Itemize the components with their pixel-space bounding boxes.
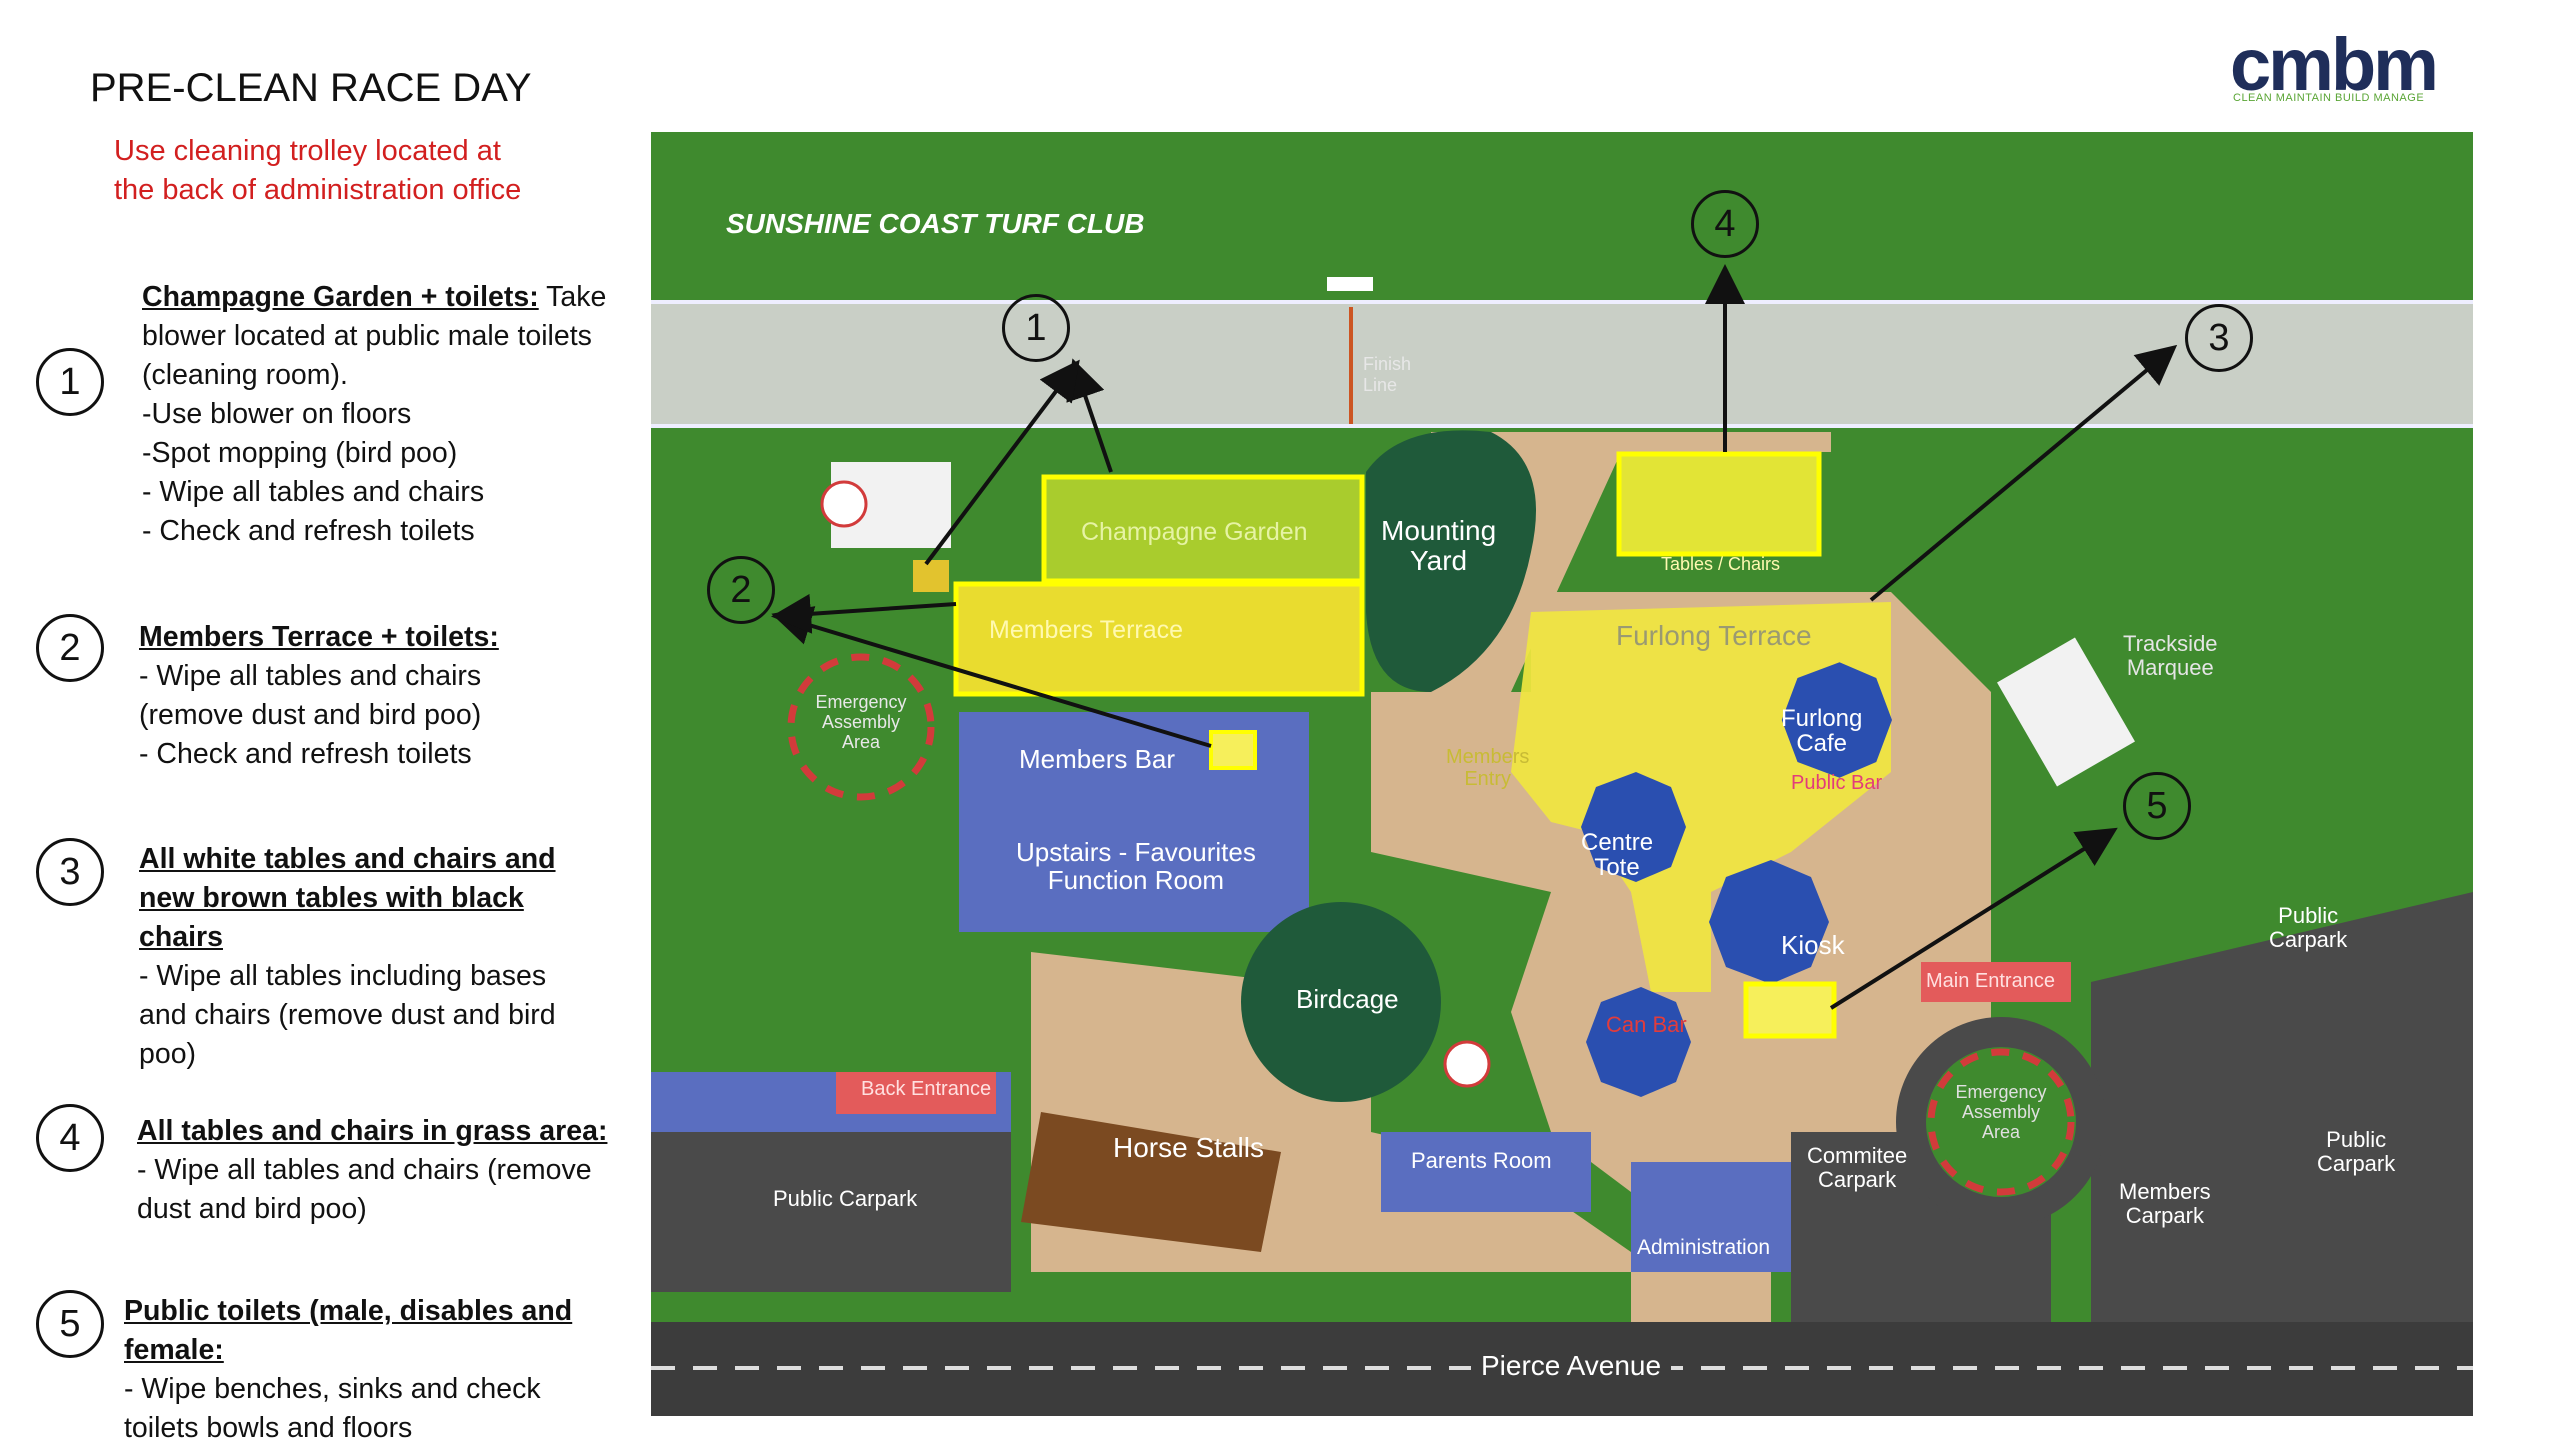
marker-4: 4 [1691, 190, 1759, 258]
members-terrace-area [953, 581, 1365, 697]
step-1-line: -Use blower on floors [142, 398, 412, 430]
horse-stalls-building [1021, 1112, 1281, 1252]
tables-chairs-label: Tables / Chairs [1661, 554, 1781, 574]
no-smoking-icon [820, 480, 868, 528]
trackside-marquee-tent [1997, 637, 2135, 787]
marker-3: 3 [2185, 304, 2253, 372]
step-5: Public toilets (male, disables and femal… [124, 1292, 604, 1448]
members-toilets [1209, 730, 1257, 770]
members-bar-label: Members Bar [1019, 744, 1176, 774]
kiosk-label: Kiosk [1781, 930, 1845, 960]
can-bar-building [1586, 987, 1691, 1097]
marker-1: 1 [1002, 294, 1070, 362]
step-5-number: 5 [36, 1290, 104, 1358]
step-3-number: 3 [36, 838, 104, 906]
birdcage [1241, 902, 1441, 1102]
step-1-heading: Champagne Garden + toilets: [142, 281, 539, 313]
page-title: PRE-CLEAN RACE DAY [90, 66, 532, 110]
public-toilets [1743, 981, 1837, 1039]
administration-label: Administration [1637, 1236, 1771, 1259]
marker-2: 2 [707, 556, 775, 624]
step-3-heading: All white tables and chairs and new brow… [139, 843, 556, 953]
step-3-line: - Wipe all tables including bases and ch… [139, 960, 556, 1070]
venue-map: SUNSHINE COAST TURF CLUB Finish Line Cha… [651, 132, 2473, 1416]
step-4-number: 4 [36, 1104, 104, 1172]
step-2-heading: Members Terrace + toilets: [139, 621, 499, 653]
upstairs-function-room-label: Upstairs - Favourites Function Room [1016, 837, 1256, 895]
step-4-heading: All tables and chairs in grass area: [137, 1115, 608, 1147]
emergency-assembly-label-1: Emergency Assembly Area [815, 692, 907, 752]
parents-room-label: Parents Room [1411, 1148, 1552, 1173]
trolley-note: Use cleaning trolley located at the back… [114, 135, 522, 206]
champagne-garden-area [1041, 474, 1365, 584]
step-4-line: - Wipe all tables and chairs (remove dus… [137, 1154, 592, 1225]
mounting-yard-label: Mounting Yard [1381, 515, 1497, 576]
step-1: Champagne Garden + toilets: Take blower … [142, 278, 612, 551]
furlong-cafe-label: Furlong Cafe [1781, 705, 1863, 757]
members-entry-label: Members Entry [1446, 746, 1530, 790]
step-1-line: - Wipe all tables and chairs [142, 476, 485, 508]
step-1-line: -Spot mopping (bird poo) [142, 437, 458, 469]
tables-chairs-grass-area [1616, 451, 1822, 557]
birdcage-label: Birdcage [1296, 984, 1399, 1014]
members-carpark-label: Members Carpark [2119, 1179, 2211, 1228]
step-2-line: - Wipe all tables and chairs (remove dus… [139, 660, 482, 731]
map-graphics [651, 132, 2473, 1416]
public-carpark-right2-label: Public Carpark [2317, 1127, 2396, 1176]
step-4: All tables and chairs in grass area: - W… [137, 1112, 617, 1229]
public-carpark-left-label: Public Carpark [773, 1186, 918, 1211]
centre-tote-building [1581, 772, 1686, 882]
club-name: SUNSHINE COAST TURF CLUB [726, 208, 1145, 239]
step-3: All white tables and chairs and new brow… [139, 840, 599, 1074]
champagne-garden-label: Champagne Garden [1081, 518, 1308, 546]
step-1-text: Take blower located at public male toile… [142, 281, 607, 391]
pierce-avenue-label: Pierce Avenue [1471, 1350, 1672, 1382]
emergency-assembly-area-2 [1927, 1048, 2075, 1196]
trackside-marquee-label: Trackside Marquee [2123, 631, 2218, 680]
no-smoking-icon [1443, 1040, 1491, 1088]
step-5-line: - Wipe benches, sinks and check toilets … [124, 1373, 541, 1444]
furlong-cafe-building [1781, 662, 1892, 778]
emergency-assembly-area-1 [787, 653, 935, 801]
centre-tote-label: Centre Tote [1581, 829, 1654, 881]
public-carpark-right-label: Public Carpark [2269, 903, 2348, 952]
members-terrace-label: Members Terrace [989, 616, 1184, 644]
finish-line-label: Finish Line [1363, 354, 1412, 395]
horse-stalls-label: Horse Stalls [1113, 1132, 1264, 1163]
emergency-assembly-label-2: Emergency Assembly Area [1955, 1082, 2047, 1142]
champagne-toilets [913, 560, 949, 592]
public-bar-label: Public Bar [1791, 772, 1883, 794]
can-bar-label: Can Bar [1606, 1012, 1687, 1037]
parents-room-building [1381, 1132, 1591, 1212]
step-1-line: - Check and refresh toilets [142, 515, 475, 547]
commitee-carpark-label: Commitee Carpark [1807, 1143, 1908, 1192]
step-2-number: 2 [36, 614, 104, 682]
furlong-terrace-label: Furlong Terrace [1616, 620, 1812, 651]
step-1-number: 1 [36, 348, 104, 416]
main-entrance-box [1921, 962, 2071, 1002]
step-2-line: - Check and refresh toilets [139, 738, 472, 770]
marker-5: 5 [2123, 772, 2191, 840]
step-5-heading: Public toilets (male, disables and femal… [124, 1295, 573, 1366]
kiosk-building [1709, 860, 1829, 984]
logo-tagline: CLEAN MAINTAIN BUILD MANAGE [2233, 92, 2425, 104]
back-entrance-label: Back Entrance [861, 1078, 992, 1100]
administration-building [1631, 1162, 1791, 1272]
step-2: Members Terrace + toilets: - Wipe all ta… [139, 618, 559, 774]
public-carpark-left [651, 1132, 1011, 1292]
main-entrance-label: Main Entrance [1926, 970, 2055, 992]
public-carpark-right [2091, 892, 2473, 1322]
logo: cmbm [2230, 23, 2439, 106]
back-entrance-box [836, 1072, 996, 1114]
mounting-yard [1366, 430, 1536, 692]
